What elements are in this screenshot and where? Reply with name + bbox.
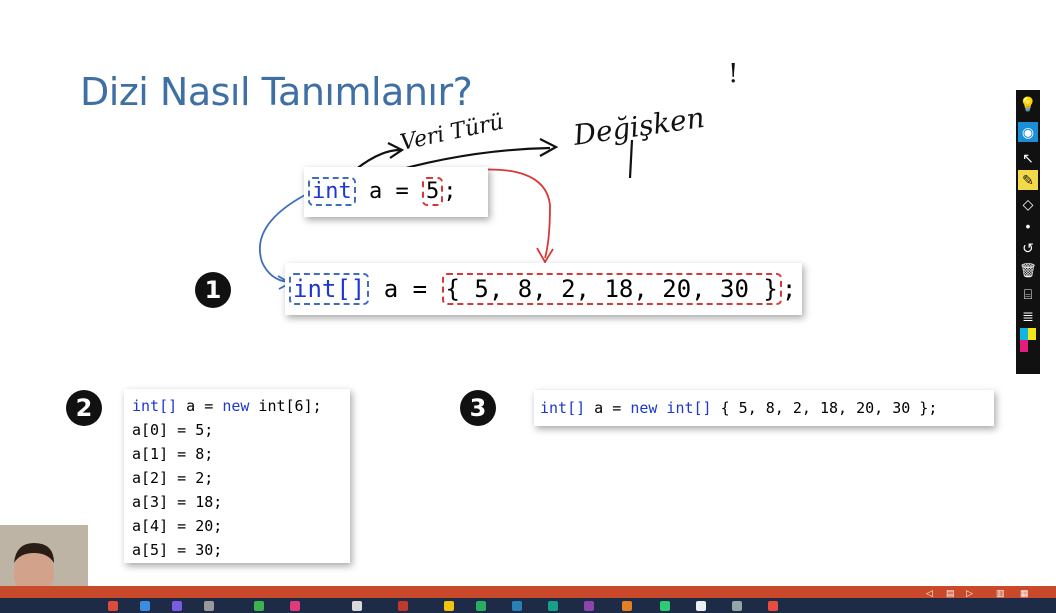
var-name: a xyxy=(383,275,399,303)
step-1-badge: 1 xyxy=(195,272,231,308)
slide-title: Dizi Nasıl Tanımlanır? xyxy=(80,70,473,114)
ink-degisken: Değişken xyxy=(570,101,706,152)
taskbar-app-icon[interactable] xyxy=(696,601,706,611)
taskbar-app-icon[interactable] xyxy=(140,601,150,611)
dot-icon[interactable]: • xyxy=(1025,218,1031,234)
code-mid: a = xyxy=(177,397,223,415)
kw-type: int[] xyxy=(657,399,712,417)
taskbar-app-icon[interactable] xyxy=(622,601,632,611)
kw-new: new xyxy=(630,399,658,417)
array-new-init-card: int[] a = new int[] { 5, 8, 2, 18, 20, 3… xyxy=(534,390,994,426)
slide-menu-icon[interactable]: ▤ xyxy=(946,588,955,598)
taskbar-app-icon[interactable] xyxy=(398,601,408,611)
var-name: a xyxy=(369,179,383,204)
taskbar-app-icon[interactable] xyxy=(254,601,264,611)
step-3-badge: 3 xyxy=(460,390,496,426)
eraser-icon[interactable]: ◇ xyxy=(1022,196,1034,212)
taskbar-app-icon[interactable] xyxy=(290,601,300,611)
array-values: { 5, 8, 2, 18, 20, 30 } xyxy=(441,273,782,305)
code-line: a[1] = 8; xyxy=(132,445,214,463)
taskbar-app-icon[interactable] xyxy=(352,601,362,611)
kw-new: new xyxy=(222,397,250,415)
taskbar-app-icon[interactable] xyxy=(660,601,670,611)
prev-slide-icon[interactable]: ◁ xyxy=(926,588,933,598)
example-declaration-card: int a = 5; xyxy=(304,167,488,217)
code-line: a[0] = 5; xyxy=(132,421,214,439)
ink-exclaim: ! xyxy=(728,59,738,89)
code-line: a[4] = 20; xyxy=(132,517,223,535)
taskbar-app-icon[interactable] xyxy=(584,601,594,611)
step-2-badge: 2 xyxy=(66,390,102,426)
taskbar-app-icon[interactable] xyxy=(768,601,778,611)
code-line: a[5] = 30; xyxy=(132,541,223,559)
ink-toolbar: 💡 ◉ ↖ ✎ ◇ • ↺ 🗑 ⌸ ≣ xyxy=(1016,90,1040,374)
code-mid: a = xyxy=(585,399,631,417)
taskbar-app-icon[interactable] xyxy=(204,601,214,611)
code-line-1: int[] a = new int[6]; xyxy=(132,394,342,418)
taskbar-app-icon[interactable] xyxy=(108,601,118,611)
ink-veri-turu: Veri Türü xyxy=(398,110,506,156)
color-palette[interactable] xyxy=(1020,328,1036,352)
value-5: 5 xyxy=(422,177,444,206)
code-line: int[] a = new int[] { 5, 8, 2, 18, 20, 3… xyxy=(540,390,994,426)
semicolon: ; xyxy=(781,275,797,303)
array-literal-card: int[] a = { 5, 8, 2, 18, 20, 30 }; xyxy=(285,263,802,315)
array-new-card: int[] a = new int[6]; a[0] = 5; a[1] = 8… xyxy=(124,389,350,563)
kw-type: int[] xyxy=(540,399,586,417)
code-line: a[2] = 2; xyxy=(132,469,214,487)
right-margin xyxy=(1040,0,1056,586)
pointer-icon[interactable]: ↖ xyxy=(1022,150,1034,166)
notes-icon[interactable]: ≣ xyxy=(1022,308,1034,324)
slideshow-control-bar xyxy=(0,586,1056,598)
normal-view-icon[interactable]: ▥ xyxy=(996,588,1005,598)
eye-icon[interactable]: ◉ xyxy=(1018,122,1038,142)
taskbar-app-icon[interactable] xyxy=(172,601,182,611)
equals-sign: = xyxy=(395,179,409,204)
windows-taskbar xyxy=(0,598,1056,613)
code-rest: { 5, 8, 2, 18, 20, 30 }; xyxy=(711,399,938,417)
taskbar-app-icon[interactable] xyxy=(548,601,558,611)
kw-type: int[] xyxy=(132,397,178,415)
camera-icon[interactable]: ⌸ xyxy=(1023,286,1033,302)
undo-icon[interactable]: ↺ xyxy=(1022,240,1034,256)
taskbar-app-icon[interactable] xyxy=(476,601,486,611)
taskbar-app-icon[interactable] xyxy=(732,601,742,611)
semicolon: ; xyxy=(443,179,457,204)
type-int-array: int[] xyxy=(289,273,370,305)
taskbar-app-icon[interactable] xyxy=(444,601,454,611)
type-int: int xyxy=(308,177,356,206)
ink-annotations: Veri Türü Değişken ! xyxy=(258,59,738,290)
taskbar-app-icon[interactable] xyxy=(512,601,522,611)
code-line: a[3] = 18; xyxy=(132,493,223,511)
equals-sign: = xyxy=(412,275,428,303)
trash-icon[interactable]: 🗑 xyxy=(1019,262,1037,278)
next-slide-icon[interactable]: ▷ xyxy=(966,588,973,598)
bulb-icon[interactable]: 💡 xyxy=(1019,96,1037,112)
grid-view-icon[interactable]: ▦ xyxy=(1020,588,1029,598)
pen-icon[interactable]: ✎ xyxy=(1018,170,1038,190)
presentation-slide: Dizi Nasıl Tanımlanır? Veri Türü Değişke… xyxy=(66,59,994,563)
code-rest: int[6]; xyxy=(249,397,322,415)
